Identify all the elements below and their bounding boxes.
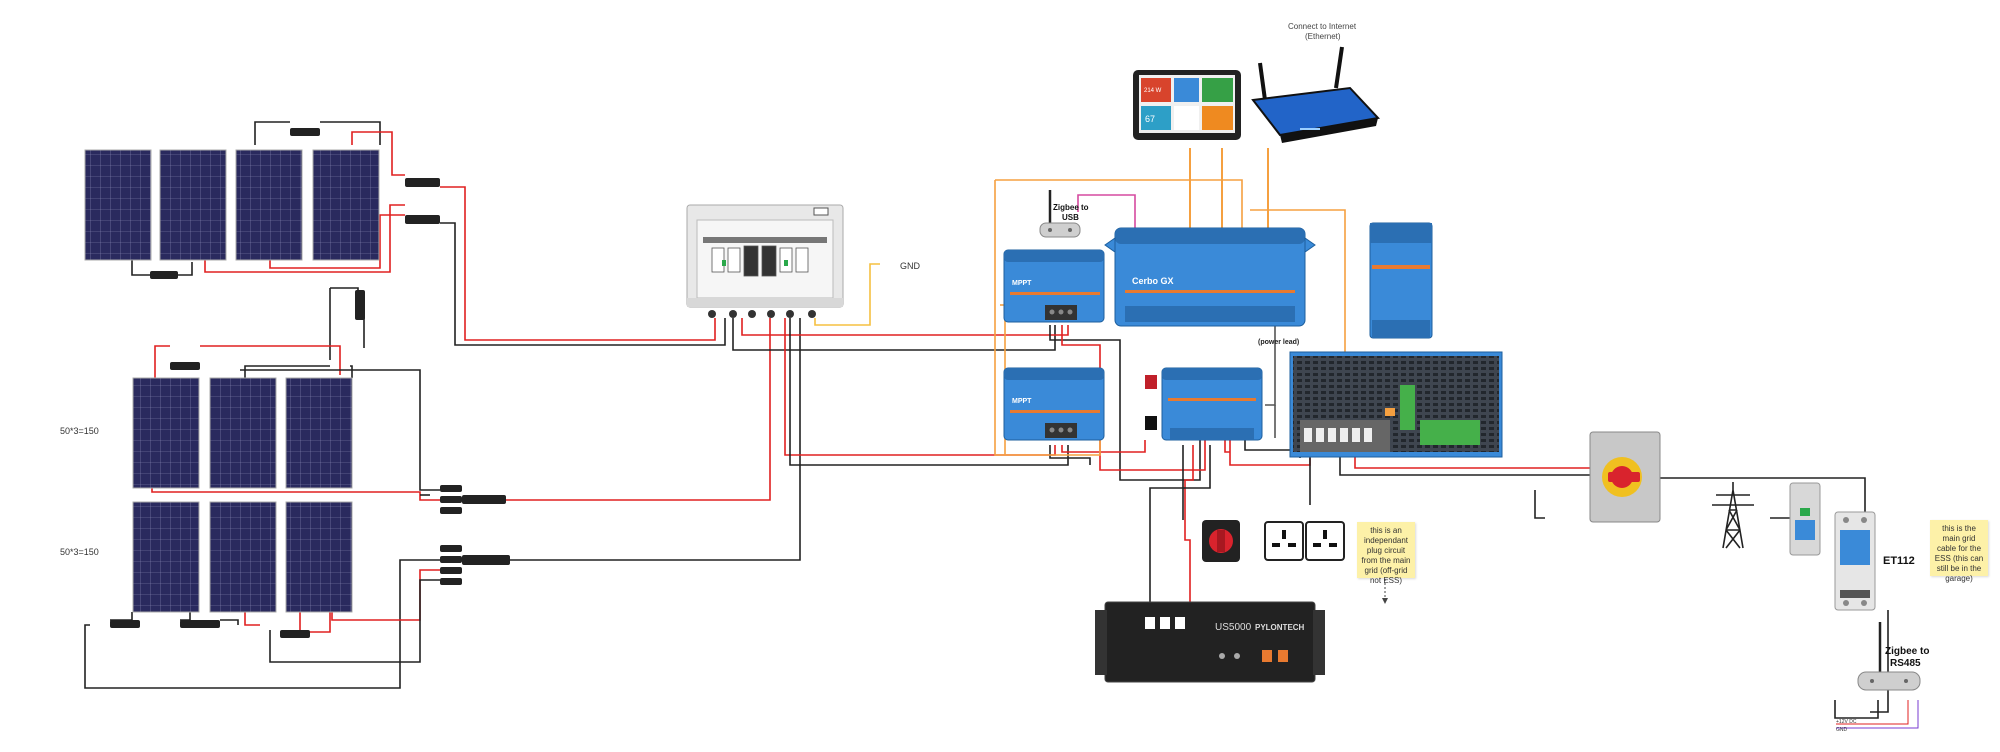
electricity-pylon-icon	[1712, 482, 1754, 549]
multiplus-charger	[1369, 222, 1433, 339]
grid-isolator-switch	[1589, 431, 1661, 523]
inverter-open-chassis	[1289, 351, 1503, 458]
display-readout-1: 214 W	[1144, 88, 1162, 94]
zigbee-rs485-label: Zigbee to	[1885, 646, 1929, 657]
solar-panel	[235, 149, 303, 261]
battery-protect	[1145, 367, 1263, 441]
solar-array-bottom	[132, 501, 353, 613]
string-label-top: 50*3=150	[60, 426, 99, 436]
ethernet-router	[1251, 46, 1380, 143]
internet-label-sub: (Ethernet)	[1305, 32, 1341, 41]
string-label-bottom: 50*3=150	[60, 547, 99, 557]
zigbee-rs485-module	[1857, 622, 1921, 691]
cerbo-label: Cerbo GX	[1132, 276, 1174, 286]
branch-connector-red	[440, 485, 506, 514]
battery-model-label: US5000	[1215, 622, 1252, 633]
internet-label: Connect to Internet	[1288, 22, 1357, 31]
gx-touch-display: 214 W 67	[1133, 70, 1241, 140]
mppt-charger-bottom: MPPT	[1003, 367, 1105, 441]
solar-panel	[132, 501, 200, 613]
gnd-label: GND	[900, 261, 921, 271]
branch-connector-black	[440, 545, 510, 585]
mppt-top-label: MPPT	[1012, 280, 1032, 287]
zigbee-usb-label: Zigbee to	[1053, 203, 1089, 212]
solar-panel	[285, 501, 353, 613]
mc4-connectors	[110, 128, 510, 638]
solar-panel	[132, 377, 200, 489]
pylontech-battery: US5000 PYLONTECH	[1095, 601, 1325, 683]
note-grid-cable: this is the main grid cable for the ESS …	[1930, 520, 1988, 583]
uk-power-sockets	[1264, 521, 1345, 561]
zigbee-usb-label-2: USB	[1062, 213, 1079, 222]
pv-combiner-box	[686, 204, 844, 318]
solar-array-top	[84, 149, 380, 261]
power-lead-label: (power lead)	[1258, 339, 1299, 346]
wires	[84, 121, 1919, 729]
cerbo-gx: Cerbo GX	[1104, 227, 1316, 327]
note-arrowhead	[1382, 598, 1388, 604]
solar-array-middle	[132, 377, 353, 489]
wire-12v-label: +12V DC	[1836, 719, 1857, 725]
din-rail-breaker	[1789, 482, 1821, 556]
solar-panel	[209, 501, 277, 613]
display-readout-2: 67	[1145, 114, 1155, 124]
battery-isolator-switch	[1202, 520, 1240, 562]
wire-gnd-label: GND	[1836, 727, 1848, 733]
zigbee-rs485-label-2: RS485	[1890, 658, 1921, 669]
meter-label: ET112	[1883, 555, 1915, 567]
mppt-bottom-label: MPPT	[1012, 398, 1032, 405]
zigbee-usb-dongle	[1039, 190, 1081, 238]
et112-energy-meter	[1834, 511, 1876, 611]
note-plug-circuit: this is an independant plug circuit from…	[1357, 522, 1415, 585]
solar-panel	[159, 149, 227, 261]
solar-panel	[209, 377, 277, 489]
mppt-charger-top: MPPT	[1003, 249, 1105, 323]
solar-panel	[312, 149, 380, 261]
solar-panel	[84, 149, 152, 261]
battery-brand-label: PYLONTECH	[1255, 623, 1305, 632]
solar-panel	[285, 377, 353, 489]
